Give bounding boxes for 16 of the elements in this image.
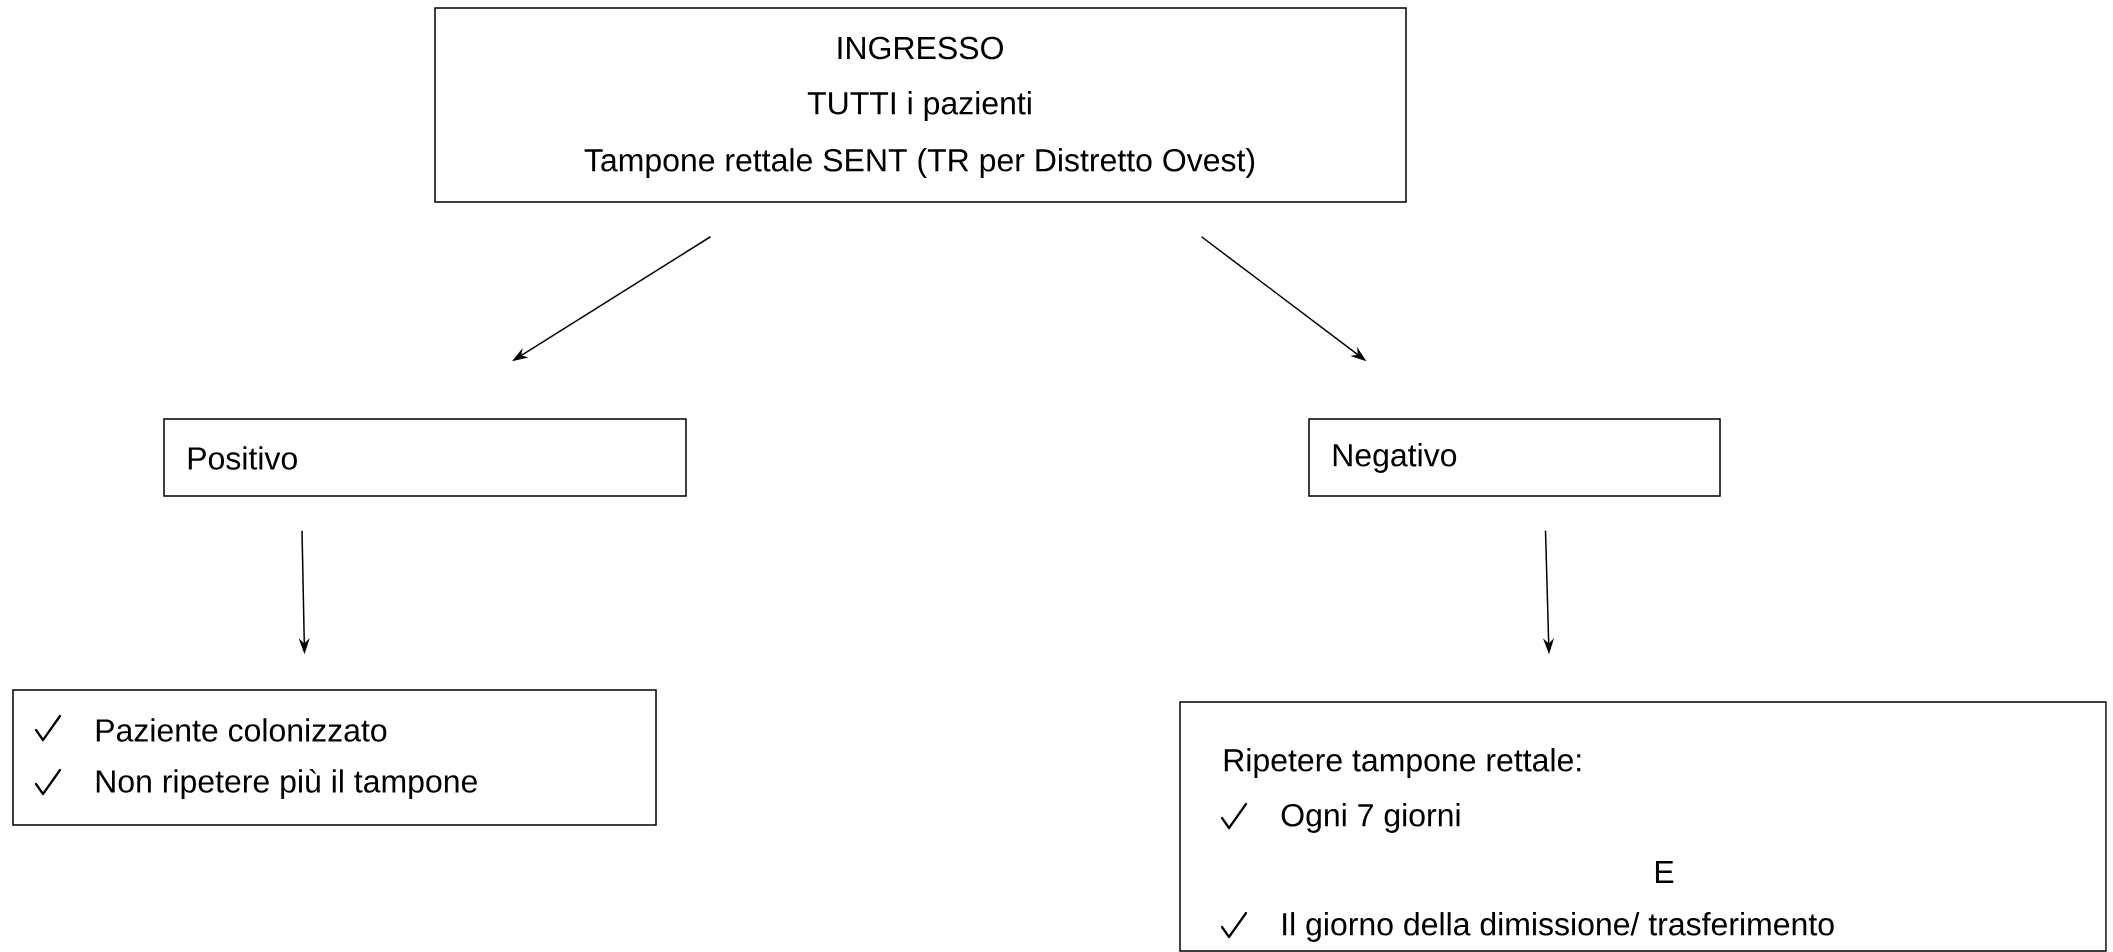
text-line: Ripetere tampone rettale: <box>1224 748 1581 778</box>
text-line: Non ripetere più il tampone <box>96 768 477 800</box>
text-line: E <box>1655 861 1674 883</box>
text-line: TUTTI i pazienti <box>807 91 1031 121</box>
text-box <box>434 7 1407 203</box>
text-box <box>1179 701 2107 952</box>
text-box <box>12 689 657 826</box>
text-box <box>163 418 687 497</box>
text-line: Il giorno della dimissione/ trasferimento <box>1283 912 1834 942</box>
text-line: Ogni 7 giorni <box>1281 803 1460 833</box>
text-line: Negativo <box>1333 443 1457 473</box>
text-line: Paziente colonizzato <box>96 718 387 742</box>
text-line: Tampone rettale SENT (TR per Distretto Ovest) <box>584 148 1255 178</box>
text-line: Positivo <box>188 446 297 470</box>
text-box <box>1308 418 1721 497</box>
text-line: INGRESSO <box>838 36 1003 60</box>
